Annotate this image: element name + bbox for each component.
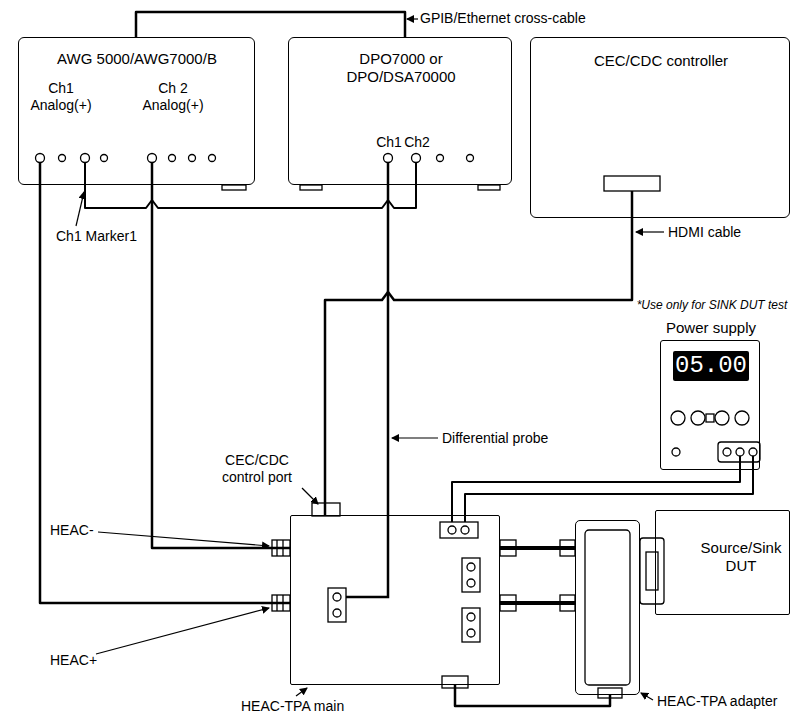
coax-cable (152, 185, 290, 548)
channel-label: Ch 2 Analog(+) (133, 80, 213, 114)
hdmi-cable (325, 218, 632, 515)
cable-label: GPIB/Ethernet cross-cable (420, 10, 586, 27)
cable-label: HDMI cable (668, 224, 741, 241)
gpib-cable (136, 12, 405, 37)
marker-cable (85, 185, 416, 208)
probe-cable (387, 185, 390, 515)
oscilloscope: DPO7000 or DPO/DSA70000Ch1Ch2 (288, 37, 512, 185)
power-wire (452, 470, 740, 515)
coax-cable (500, 546, 575, 550)
fixture-parts (272, 503, 516, 688)
connector-label: HEAC- (50, 522, 94, 539)
waveform-generator: AWG 5000/AWG7000/B Ch1 Analog(+) Ch 2 Anal… (18, 37, 255, 185)
test-fixture-adapter: HEAC-TPA adapter (575, 520, 640, 695)
power-supply-controls (671, 411, 760, 470)
part-name: HEAC-TPA main (241, 698, 344, 715)
instrument-title: CEC/CDC controller (551, 52, 771, 70)
voltage-display: 05.00 (673, 351, 749, 381)
leader-lines (76, 19, 664, 700)
cec-controller: CEC/CDC controller (530, 37, 790, 218)
instrument-title: Power supply (651, 319, 771, 337)
device-title: Source/Sink DUT (696, 539, 786, 575)
port-label: CEC/CDC control port (209, 452, 305, 486)
coax-cable (40, 185, 290, 603)
channel-label: Ch1 (375, 134, 403, 151)
channel-label: Ch2 (403, 134, 431, 151)
coax-cable (500, 601, 575, 605)
ribbon-cable (455, 685, 610, 706)
note: *Use only for SINK DUT test (637, 298, 788, 313)
cable-label: Differential probe (442, 430, 548, 447)
channel-label: Ch1 Analog(+) (25, 80, 97, 114)
signal-label: Ch1 Marker1 (56, 228, 137, 245)
power-supply: Power supply05.00 (660, 340, 760, 470)
instrument-title: DPO7000 or DPO/DSA70000 (336, 50, 466, 86)
power-wire (465, 470, 753, 515)
test-fixture-main: HEAC-TPA main (290, 515, 500, 685)
device-under-test: Source/Sink DUT (655, 510, 790, 615)
part-name: HEAC-TPA adapter (657, 693, 777, 710)
connector-label: HEAC+ (50, 652, 97, 669)
instrument-title: AWG 5000/AWG7000/B (27, 50, 247, 68)
hdmi-port (604, 176, 660, 218)
